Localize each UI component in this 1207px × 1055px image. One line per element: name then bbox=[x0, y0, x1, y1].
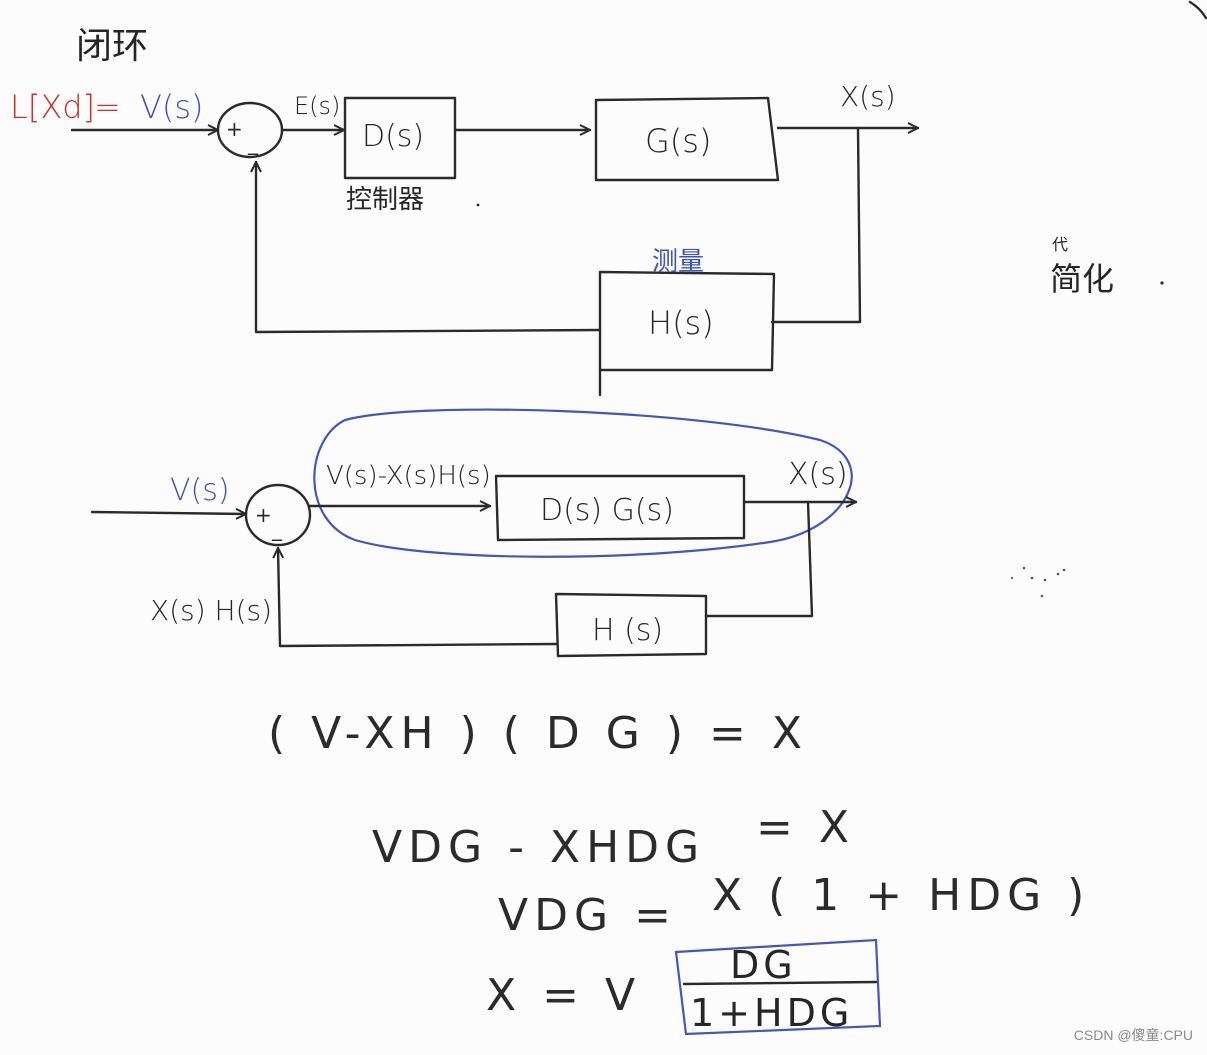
input-arrow-bottom bbox=[90, 512, 248, 514]
feedback-block bbox=[554, 592, 708, 658]
result-box bbox=[674, 938, 882, 1036]
fraction-bar bbox=[682, 980, 878, 986]
output-label-bottom: X(s) bbox=[788, 457, 848, 492]
forward-path-highlight bbox=[313, 408, 853, 558]
feedback-return-arrow-top bbox=[256, 160, 602, 334]
controller-label: D(s) bbox=[362, 119, 424, 154]
sensor-note: 测量 bbox=[652, 247, 704, 277]
equation-2-right: = X bbox=[756, 802, 855, 853]
sensor-block bbox=[598, 270, 776, 372]
equation-4-left: X = V bbox=[486, 970, 641, 1021]
top-block-diagram: L[Xd] = V(s) + _ E(s) D(s) 控制器 G(s) X(s)… bbox=[10, 80, 920, 397]
bottom-block-diagram: V(s) + _ V(s)-X(s)H(s) D(s) G(s) X(s) H … bbox=[90, 408, 858, 658]
side-note-dot bbox=[1160, 281, 1164, 285]
equation-3-left: VDG = bbox=[498, 890, 677, 941]
controller-block bbox=[343, 96, 457, 180]
result-numerator: DG bbox=[730, 943, 797, 987]
input-equals: = bbox=[94, 88, 121, 126]
result-denominator: 1+HDG bbox=[690, 991, 853, 1035]
summer-minus-bottom: _ bbox=[271, 517, 283, 541]
feedback-return-arrow-bottom bbox=[278, 546, 558, 648]
input-v-label: V(s) bbox=[140, 88, 204, 126]
summer-minus-top: _ bbox=[247, 131, 259, 155]
controller-note-dot bbox=[476, 203, 480, 207]
input-laplace-label: L[Xd] bbox=[10, 88, 95, 126]
summing-junction-bottom bbox=[244, 483, 312, 547]
sensor-label: H(s) bbox=[648, 304, 714, 342]
feedback-down-path-bottom bbox=[704, 500, 814, 618]
derivation: ( V-XH ) ( D G ) = X VDG - XHDG = X VDG … bbox=[268, 708, 1090, 1036]
output-label-top: X(s) bbox=[840, 80, 896, 113]
page-corner-stroke bbox=[1188, 0, 1207, 20]
error-label: E(s) bbox=[294, 92, 340, 120]
equation-3-right: X ( 1 + HDG ) bbox=[712, 870, 1090, 921]
forward-block bbox=[494, 474, 746, 542]
error-expression: V(s)-X(s)H(s) bbox=[326, 461, 491, 491]
equation-2-left: VDG - XHDG bbox=[372, 822, 705, 873]
side-note-small: 代 bbox=[1052, 235, 1068, 254]
feedback-signal-label: X(s) H(s) bbox=[150, 594, 272, 627]
title: 闭环 bbox=[76, 26, 148, 67]
watermark: CSDN @傻童:CPU bbox=[1073, 1027, 1193, 1043]
scribble-dots bbox=[1010, 566, 1066, 598]
plant-label: G(s) bbox=[645, 122, 711, 160]
equation-1: ( V-XH ) ( D G ) = X bbox=[268, 708, 808, 759]
input-label-bottom: V(s) bbox=[170, 473, 230, 508]
side-note: 简化 bbox=[1050, 260, 1114, 298]
feedback-down-path bbox=[770, 126, 862, 324]
summer-plus-bottom: + bbox=[255, 503, 272, 527]
summer-plus-top: + bbox=[226, 117, 243, 141]
plant-block bbox=[594, 96, 780, 182]
forward-block-label: D(s) G(s) bbox=[540, 493, 674, 528]
feedback-block-label: H (s) bbox=[592, 613, 663, 648]
controller-note: 控制器 bbox=[346, 185, 424, 215]
